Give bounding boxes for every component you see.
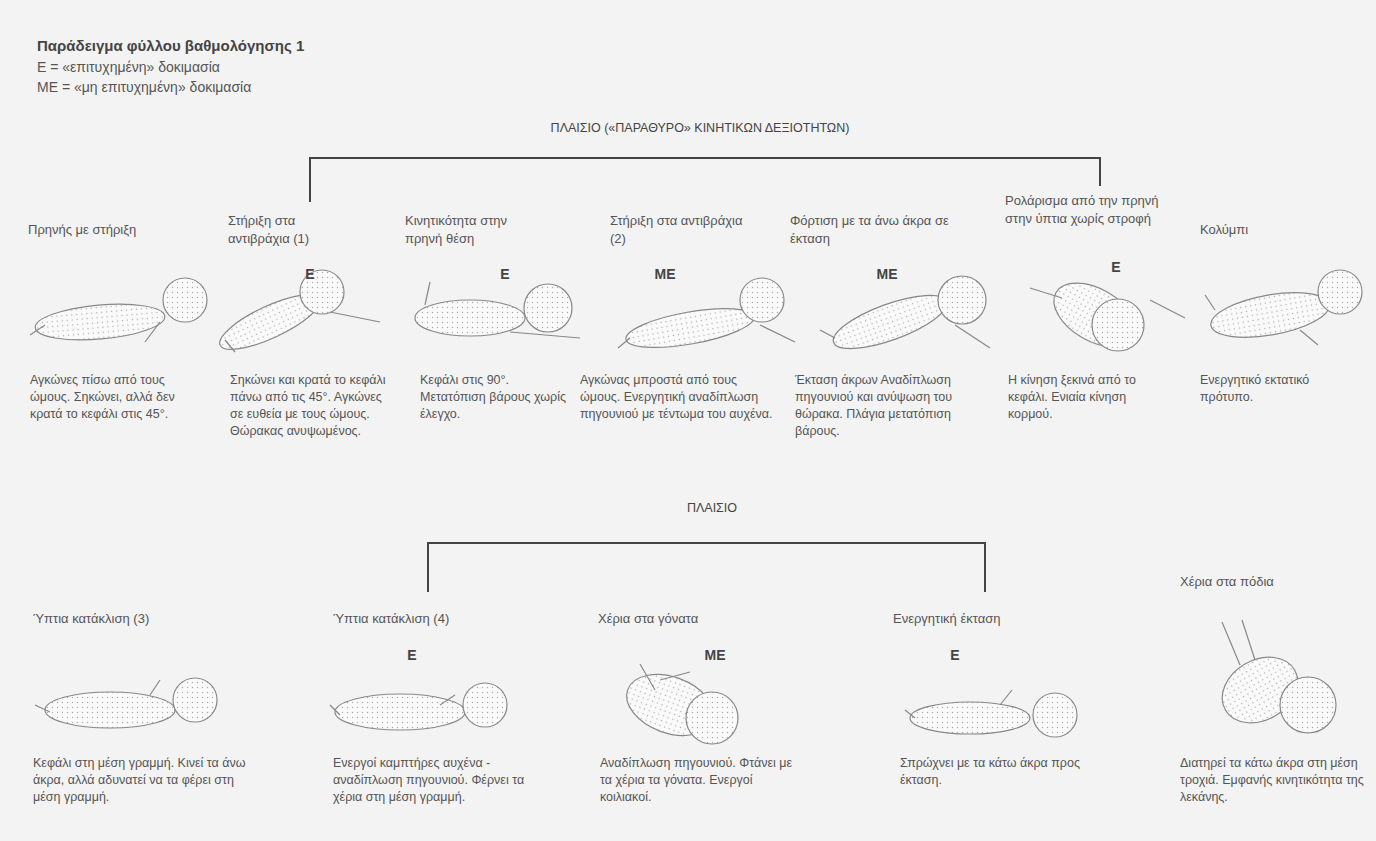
score-mark: Ε (1096, 258, 1136, 277)
test-heading: Πρηνής με στήριξη (28, 221, 198, 239)
test-heading: Στήριξη στα αντιβράχια (1) (228, 212, 358, 247)
baby-figure (213, 270, 380, 360)
score-mark: Ε (290, 265, 330, 284)
test-heading: Ενεργητική έκταση (893, 610, 1093, 628)
test-heading: Ύπτια κατάκλιση (4) (333, 610, 533, 628)
baby-figure (35, 678, 217, 728)
baby-figure (618, 663, 738, 746)
test-description: Αναδίπλωση πηγουνιού. Φτάνει με τα χέρια… (600, 755, 795, 806)
baby-figure (820, 276, 990, 359)
test-description: Αγκώνες πίσω από τους ώμους. Σηκώνει, αλ… (30, 372, 200, 423)
test-heading: Κολύμπι (1200, 221, 1350, 239)
test-description: Η κίνηση ξεκινά από το κεφάλι. Ενιαία κί… (1008, 372, 1168, 423)
score-mark: ΜΕ (640, 265, 690, 284)
test-description: Ενεργοί καμπτήρες αυχένα - αναδίπλωση πη… (333, 755, 533, 806)
test-description: Σπρώχνει με τα κάτω άκρα προς έκταση. (900, 755, 1105, 789)
baby-figure (1030, 270, 1185, 360)
sheet-title: Παράδειγμα φύλλου βαθμολόγησης 1 (37, 36, 304, 56)
test-description: Ενεργητικό εκτατικό πρότυπο. (1200, 372, 1365, 406)
legend-note: ΜΕ = «μη επιτυχημένη» δοκιμασία (37, 78, 251, 97)
baby-figure (415, 282, 580, 338)
baby-figure (1210, 620, 1336, 736)
test-description: Κεφάλι στις 90°. Μετατόπιση βάρους χωρίς… (420, 372, 570, 423)
baby-figure (30, 278, 207, 345)
test-description: Κεφάλι στη μέση γραμμή. Κινεί τα άνω άκρ… (33, 755, 248, 806)
test-heading: Χέρια στα πόδια (1180, 573, 1340, 591)
legend-note: Ε = «επιτυχημένη» δοκιμασία (37, 58, 220, 77)
test-heading: Ύπτια κατάκλιση (3) (33, 610, 233, 628)
score-mark: Ε (935, 646, 975, 665)
test-heading: Κινητικότητα στην πρηνή θέση (405, 212, 545, 247)
baby-figures (30, 270, 1362, 747)
score-mark: Ε (392, 646, 432, 665)
score-mark: ΜΕ (862, 265, 912, 284)
test-description: Διατηρεί τα κάτω άκρα στη μέση τροχιά. Ε… (1180, 755, 1365, 806)
test-heading: Φόρτιση με τα άνω άκρα σε έκταση (790, 212, 950, 247)
baby-figure (330, 683, 507, 730)
test-description: Αγκώνας μπροστά από τους ώμους. Ενεργητι… (580, 372, 775, 423)
test-description: Σηκώνει και κρατά το κεφάλι πάνω από τις… (230, 372, 395, 440)
test-heading: Χέρια στα γόνατα (598, 610, 798, 628)
test-heading: Στήριξη στα αντιβράχια (2) (610, 212, 750, 247)
test-heading: Ρολάρισμα από την πρηνή στην ύπτια χωρίς… (1005, 192, 1165, 227)
baby-figure (618, 278, 795, 355)
baby-figure (1205, 270, 1362, 345)
score-mark: ΜΕ (690, 646, 740, 665)
bracket-label: ΠΛΑΙΣΙΟ («ΠΑΡΑΘΥΡΟ» ΚΙΝΗΤΙΚΩΝ ΔΕΞΙΟΤΗΤΩΝ… (440, 120, 960, 137)
bracket-label: ΠΛΑΙΣΙΟ (652, 500, 772, 517)
baby-figure (905, 690, 1077, 737)
test-description: Έκταση άκρων Αναδίπλωση πηγουνιού και αν… (795, 372, 970, 440)
bracket (310, 158, 1100, 592)
score-mark: Ε (485, 265, 525, 284)
